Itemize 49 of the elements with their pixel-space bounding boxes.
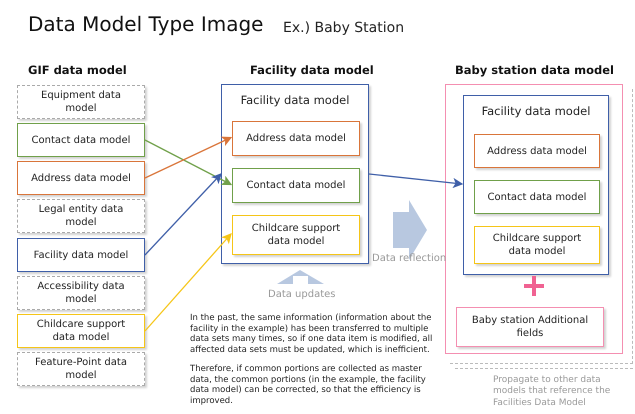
model-box — [17, 314, 145, 348]
box-label: Equipment data model — [40, 89, 122, 115]
box-label: Facility data model — [34, 248, 128, 262]
model-box — [17, 276, 145, 310]
model-box — [17, 352, 145, 386]
box-label: Childcare support data model — [492, 232, 582, 258]
model-box — [232, 121, 360, 156]
frame-box — [445, 84, 623, 354]
arrow — [144, 136, 232, 179]
model-box — [474, 134, 600, 168]
note-paragraph: In the past, the same information (information about the facility in the example) has been transferred to multiple data sets many times, so if one data item is modified, all affected data sets must be updated, which is inefficient. — [190, 313, 434, 356]
model-box — [17, 123, 145, 157]
column-heading: Baby station data model — [455, 63, 616, 78]
model-box — [232, 215, 360, 255]
box-label: Address data model — [31, 172, 131, 184]
group-heading: Facility data model — [482, 104, 590, 119]
group-box — [463, 95, 609, 275]
box-label: Address data model — [246, 132, 346, 145]
model-box — [456, 307, 604, 347]
group-box — [221, 84, 369, 264]
arrow-caption: Data updates — [268, 289, 336, 302]
box-label: Baby station Additional fields — [470, 314, 590, 340]
box-label: Accessibility data model — [36, 280, 126, 306]
model-box — [474, 226, 600, 264]
model-box — [17, 161, 145, 195]
column-heading: Facility data model — [250, 63, 375, 78]
arrow — [144, 233, 232, 332]
model-box — [474, 180, 600, 214]
subtitle: Ex.) Baby Station — [283, 20, 406, 38]
box-label: Legal entity data model — [38, 203, 124, 229]
diagram-title: Data Model Type Image — [28, 12, 264, 36]
box-label: Childcare support data model — [36, 318, 126, 344]
box-label: Address data model — [487, 144, 587, 158]
box-label: Contact data model — [488, 190, 586, 204]
box-label: Contact data model — [32, 134, 130, 146]
box-label: Feature-Point data model — [34, 356, 128, 382]
note-paragraph: Therefore, if common portions are collected as master data, the common portions (in the example, the facility data model) can be corrected, so that the efficiency is improved. — [190, 364, 427, 406]
model-box — [17, 238, 145, 272]
model-box — [17, 85, 145, 119]
arrow — [368, 173, 464, 188]
box-label: Childcare support data model — [250, 222, 342, 248]
note-text: Propagate to other data models that reference the Facilities Data Model — [493, 375, 612, 409]
group-heading: Facility data model — [240, 93, 350, 108]
column-heading: GIF data model — [28, 63, 128, 78]
box-label: Contact data model — [246, 179, 346, 192]
arrow — [144, 139, 232, 186]
model-box — [17, 199, 145, 233]
model-box — [232, 168, 360, 203]
arrow — [144, 173, 222, 256]
